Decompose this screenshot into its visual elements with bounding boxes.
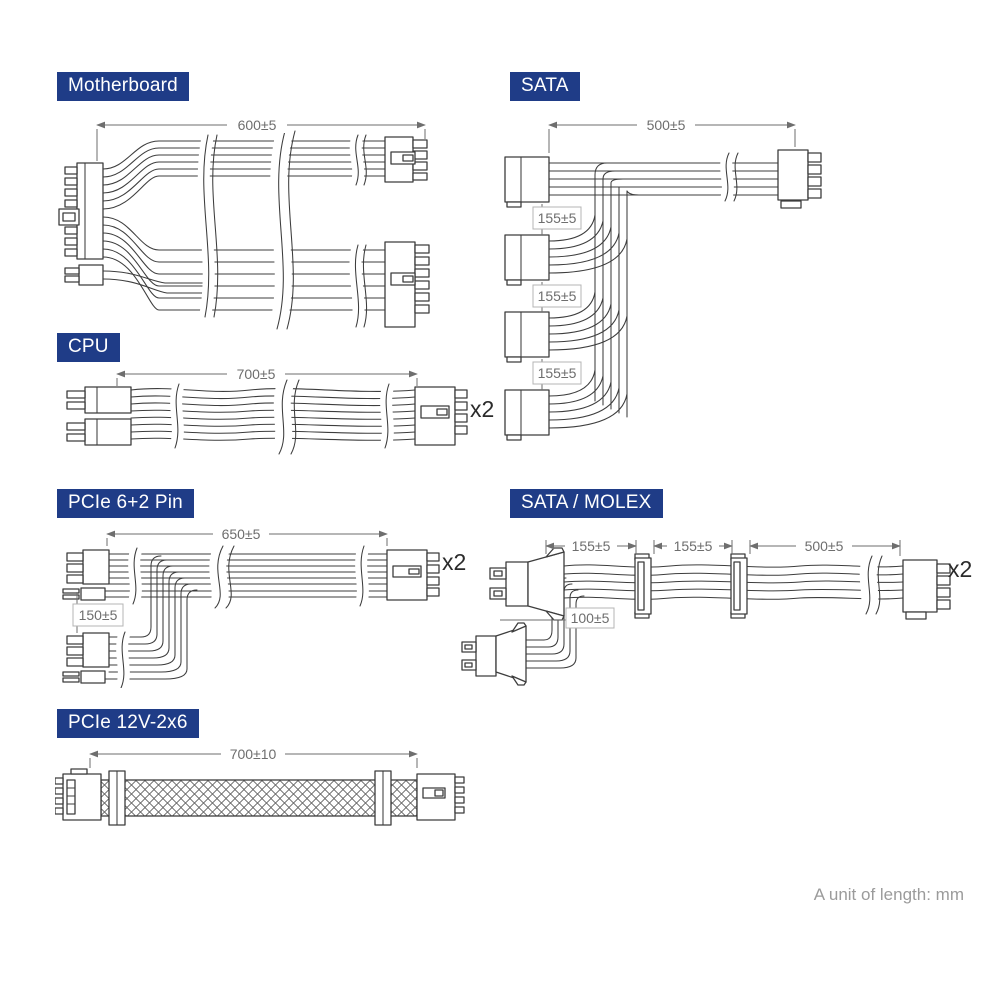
sense-2pin-connector — [64, 264, 104, 286]
dim-label-pcie62-branch: 150±5 — [79, 607, 118, 623]
dim-label-sata-seg2: 155±5 — [538, 288, 577, 304]
sata-cable-diagram: 500±5 155±5 155±5 155±5 — [504, 116, 822, 441]
cable-break-mark — [115, 541, 370, 688]
psu-side-connector — [777, 149, 822, 209]
mb-side-connector-top — [384, 136, 428, 183]
pcie-plug-top — [62, 549, 110, 601]
psu-side-connector — [902, 559, 951, 620]
dimension-main: 700±10 — [89, 745, 418, 768]
cable-break-mark — [197, 128, 368, 332]
mb-side-connector-bottom — [384, 241, 430, 328]
sata-power-connector-4 — [504, 389, 550, 441]
atx-24pin-connector — [58, 162, 104, 260]
cable-comb-right — [374, 770, 392, 826]
sata-molex-cable-diagram: 155±5 155±5 500±5 100±5 — [461, 538, 951, 686]
cpu-cable-diagram: 700±5 — [66, 365, 468, 459]
dimension-main: 650±5 — [106, 525, 388, 546]
dimension-main: 500±5 — [548, 116, 796, 153]
wire-bundle — [102, 140, 386, 311]
pcie-8pin-connector — [386, 549, 440, 601]
cable-break-mark — [719, 150, 739, 204]
dim-label-pcie62-main: 650±5 — [222, 526, 261, 542]
psu-plug-bottom — [66, 418, 132, 446]
inline-sata-connector-2 — [730, 553, 748, 619]
dim-label-cpu-main: 700±5 — [237, 366, 276, 382]
braided-sleeve — [100, 779, 418, 817]
pcie-plug-bottom — [62, 632, 110, 684]
dim-label-12v-main: 700±10 — [230, 746, 277, 762]
section-label-pcie-12v-2x6: PCIe 12V-2x6 — [57, 709, 199, 738]
wire-bundle — [104, 553, 388, 680]
dimension-seg3: 155±5 — [532, 359, 582, 390]
section-label-cpu: CPU — [57, 333, 120, 362]
quantity-label-cpu: x2 — [470, 396, 495, 422]
dim-label-sata-main: 500±5 — [647, 117, 686, 133]
molex-connector-bottom — [461, 622, 527, 686]
sata-power-connector-1 — [504, 156, 550, 208]
dim-label-sm-main: 500±5 — [805, 538, 844, 554]
dim-label-sata-seg1: 155±5 — [538, 210, 577, 226]
dimension-seg2: 155±5 — [653, 538, 733, 554]
12v-2x6-connector-left — [55, 768, 102, 821]
cpu-8pin-connector — [414, 386, 468, 446]
inline-sata-connector-1 — [634, 553, 652, 619]
motherboard-cable-diagram: 600±5 — [58, 116, 430, 332]
dim-label-sm-seg2: 155±5 — [674, 538, 713, 554]
dimension-seg1: 155±5 — [532, 204, 582, 235]
dim-label-sm-branch: 100±5 — [571, 610, 610, 626]
cable-comb-left — [108, 770, 126, 826]
dim-label-motherboard-main: 600±5 — [238, 117, 277, 133]
dimension-main: 500±5 — [749, 538, 901, 556]
sata-power-connector-3 — [504, 311, 550, 363]
dimension-main: 700±5 — [116, 365, 418, 386]
dimension-branch: 100±5 — [500, 607, 615, 629]
dimension-branch: 150±5 — [72, 592, 124, 633]
12v-2x6-connector-right — [416, 773, 465, 821]
cable-break-mark — [858, 552, 883, 619]
section-label-motherboard: Motherboard — [57, 72, 189, 101]
dimension-seg1: 155±5 — [545, 538, 637, 554]
quantity-label-pcie62: x2 — [442, 549, 467, 575]
dimension-seg2: 155±5 — [532, 282, 582, 312]
psu-plug-top — [66, 386, 132, 414]
section-label-sata-molex: SATA / MOLEX — [510, 489, 663, 518]
section-label-pcie-6-2: PCIe 6+2 Pin — [57, 489, 194, 518]
pcie-12v-2x6-cable-diagram: 700±10 — [55, 745, 465, 826]
cable-break-mark — [169, 376, 395, 459]
pcie-6-2-cable-diagram: 650±5 150±5 — [62, 525, 440, 688]
dim-label-sm-seg1: 155±5 — [572, 538, 611, 554]
sata-power-connector-2 — [504, 234, 550, 286]
wire-bundle — [130, 388, 416, 441]
dim-label-sata-seg3: 155±5 — [538, 365, 577, 381]
section-label-sata: SATA — [510, 72, 580, 101]
dimension-main: 600±5 — [96, 116, 426, 161]
molex-connector-top — [489, 547, 565, 621]
quantity-label-sata-molex: x2 — [948, 556, 973, 582]
unit-note: A unit of length: mm — [813, 885, 964, 904]
wire-bundle — [548, 162, 779, 429]
